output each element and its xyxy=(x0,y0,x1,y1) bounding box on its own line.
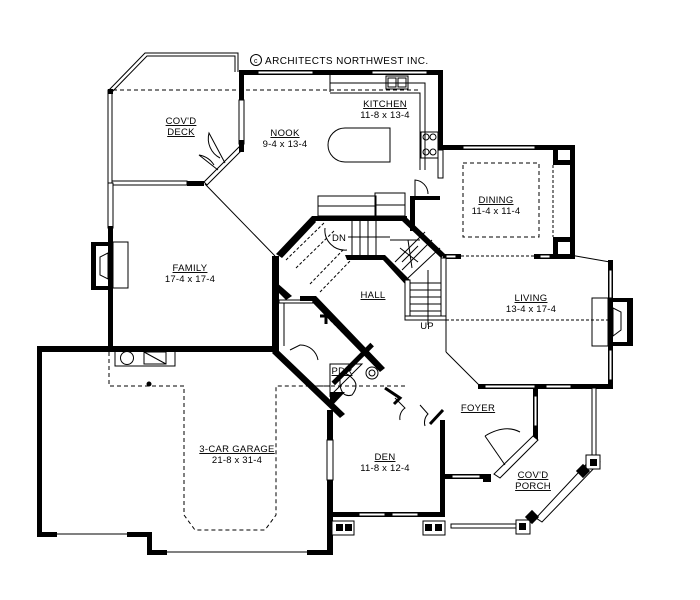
dining-ceiling-outline xyxy=(462,162,540,238)
furnace-icon xyxy=(143,351,167,365)
stair-down-label: DN xyxy=(332,233,346,244)
copyright-icon xyxy=(250,54,262,66)
den-dims: 11-8 x 12-4 xyxy=(360,463,410,474)
living-label: LIVING xyxy=(515,293,548,304)
water-heater-icon xyxy=(120,351,134,365)
porch-post xyxy=(425,524,432,531)
porch-post xyxy=(519,523,526,530)
deck-label-line1: COV'D xyxy=(166,116,197,127)
hall-and-stairs xyxy=(272,192,447,325)
hall-label: HALL xyxy=(361,290,386,301)
foyer-label: FOYER xyxy=(461,403,495,414)
garage-walls xyxy=(37,346,333,555)
cooktop-icon xyxy=(420,131,439,159)
porch-label-line2: PORCH xyxy=(515,481,551,492)
room-labels: COV'D DECK NOOK 9-4 x 13-4 KITCHEN 11-8 … xyxy=(165,99,556,492)
kitchen-nook-walls xyxy=(238,70,443,170)
den-label: DEN xyxy=(375,452,396,463)
nook-dims: 9-4 x 13-4 xyxy=(263,139,308,150)
living-room-walls xyxy=(445,254,633,389)
pdr-sink-icon xyxy=(339,373,357,396)
garage-label: 3-CAR GARAGE xyxy=(199,444,274,455)
family-label: FAMILY xyxy=(173,263,208,274)
dining-dims: 11-4 x 11-4 xyxy=(472,206,521,217)
dining-room-walls xyxy=(443,145,575,259)
foyer-walls xyxy=(483,388,539,482)
pdr-label: PDR xyxy=(332,366,353,377)
covered-deck xyxy=(107,52,420,186)
family-dims: 17-4 x 17-4 xyxy=(165,274,215,285)
kitchen-island xyxy=(327,127,391,163)
deck-label-line2: DECK xyxy=(167,127,195,138)
kitchen-label: KITCHEN xyxy=(363,99,407,110)
nook-label: NOOK xyxy=(270,128,300,139)
sink-icon xyxy=(385,75,409,90)
toilet-icon xyxy=(365,366,379,380)
copyright-symbol: c xyxy=(254,58,258,65)
copyright-credit: c ARCHITECTS NORTHWEST INC. xyxy=(250,54,429,67)
stair-up-label: UP xyxy=(420,321,434,332)
porch-post xyxy=(336,524,343,531)
garage-dims: 21-8 x 31-4 xyxy=(212,455,262,466)
credit-text: ARCHITECTS NORTHWEST INC. xyxy=(265,56,429,67)
den-walls xyxy=(326,386,485,517)
covered-porch xyxy=(331,387,601,536)
pantry xyxy=(410,149,444,231)
porch-label-line1: COV'D xyxy=(518,470,549,481)
kitchen-dims: 11-8 x 13-4 xyxy=(360,110,410,121)
living-dims: 13-4 x 17-4 xyxy=(506,304,556,315)
family-room-walls xyxy=(37,182,279,352)
dining-label: DINING xyxy=(478,195,513,206)
closet-and-powder-room xyxy=(272,296,405,418)
porch-post xyxy=(590,459,597,466)
